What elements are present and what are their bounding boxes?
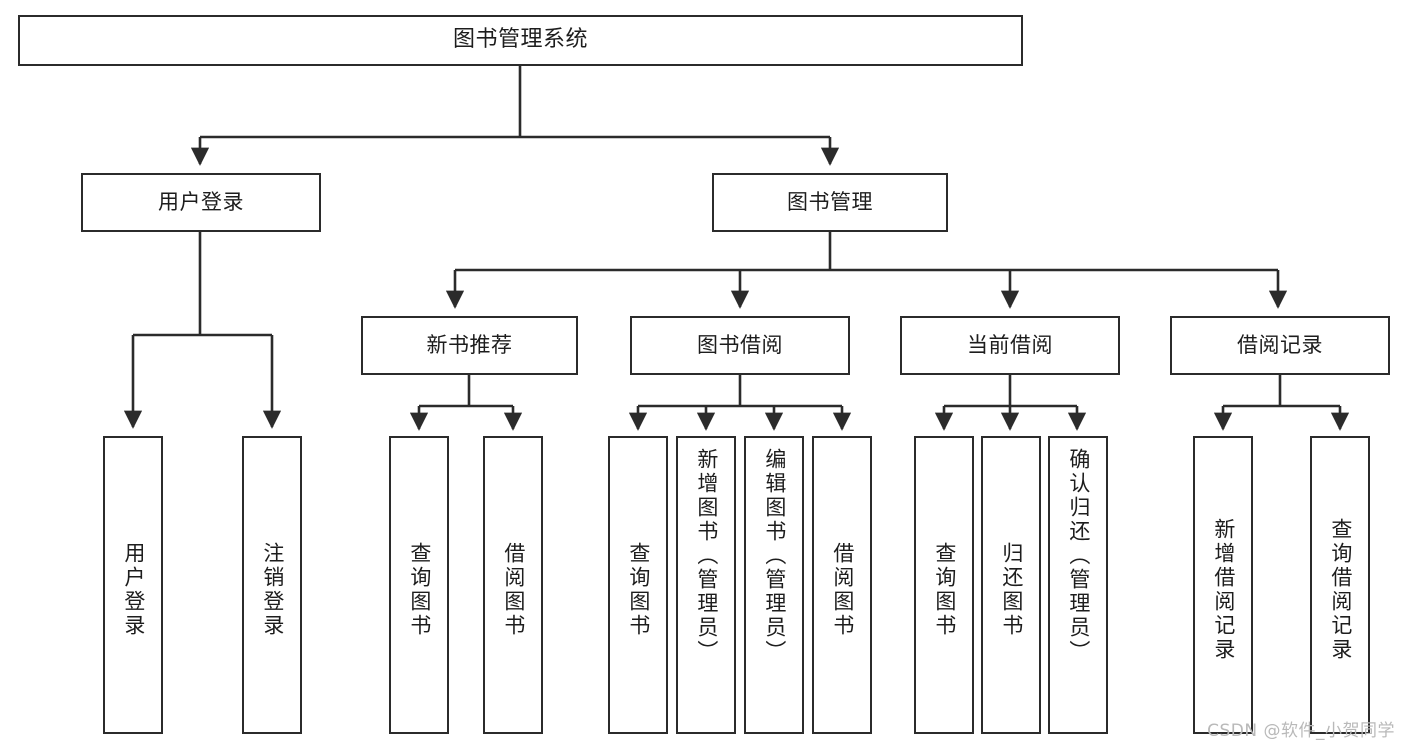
- leaf-label: 查询图书: [932, 542, 957, 638]
- node-book-management[interactable]: 图书管理: [712, 173, 948, 232]
- leaf-borrow-query-book[interactable]: 查询图书: [608, 436, 668, 734]
- node-new-book-recommend[interactable]: 新书推荐: [361, 316, 578, 375]
- leaf-label: 编辑图书（管理员）: [762, 448, 787, 664]
- leaf-record-query-borrow-record[interactable]: 查询借阅记录: [1310, 436, 1370, 734]
- node-label: 借阅记录: [1237, 332, 1323, 357]
- node-root-system[interactable]: 图书管理系统: [18, 15, 1023, 66]
- leaf-label: 新增借阅记录: [1211, 518, 1236, 662]
- node-current-borrow[interactable]: 当前借阅: [900, 316, 1120, 375]
- leaf-label: 查询图书: [626, 542, 651, 638]
- leaf-borrow-edit-book-admin[interactable]: 编辑图书（管理员）: [744, 436, 804, 734]
- node-label: 图书管理: [787, 189, 873, 214]
- node-label: 新书推荐: [426, 332, 513, 357]
- node-book-borrow[interactable]: 图书借阅: [630, 316, 850, 375]
- leaf-label: 归还图书: [999, 542, 1024, 638]
- leaf-label: 注销登录: [260, 542, 285, 638]
- leaf-label: 借阅图书: [501, 542, 526, 638]
- node-label: 图书管理系统: [452, 27, 588, 53]
- leaf-label: 新增图书（管理员）: [694, 448, 719, 664]
- leaf-borrow-add-book-admin[interactable]: 新增图书（管理员）: [676, 436, 736, 734]
- leaf-label: 查询借阅记录: [1328, 518, 1353, 662]
- node-label: 图书借阅: [697, 332, 783, 357]
- node-label: 当前借阅: [967, 332, 1053, 357]
- leaf-label: 查询图书: [407, 542, 432, 638]
- leaf-label: 用户登录: [121, 542, 146, 638]
- leaf-user-login[interactable]: 用户登录: [103, 436, 163, 734]
- leaf-current-confirm-return-admin[interactable]: 确认归还（管理员）: [1048, 436, 1108, 734]
- leaf-borrow-borrow-book[interactable]: 借阅图书: [812, 436, 872, 734]
- node-user-login[interactable]: 用户登录: [81, 173, 321, 232]
- leaf-current-return-book[interactable]: 归还图书: [981, 436, 1041, 734]
- node-label: 用户登录: [158, 189, 244, 214]
- leaf-record-add-borrow-record[interactable]: 新增借阅记录: [1193, 436, 1253, 734]
- leaf-user-logout[interactable]: 注销登录: [242, 436, 302, 734]
- leaf-current-query-book[interactable]: 查询图书: [914, 436, 974, 734]
- node-borrow-record[interactable]: 借阅记录: [1170, 316, 1390, 375]
- leaf-label: 确认归还（管理员）: [1066, 448, 1091, 664]
- leaf-recommend-borrow-book[interactable]: 借阅图书: [483, 436, 543, 734]
- leaf-recommend-query-book[interactable]: 查询图书: [389, 436, 449, 734]
- leaf-label: 借阅图书: [830, 542, 855, 638]
- watermark: CSDN @软件_小贺同学: [1207, 721, 1395, 741]
